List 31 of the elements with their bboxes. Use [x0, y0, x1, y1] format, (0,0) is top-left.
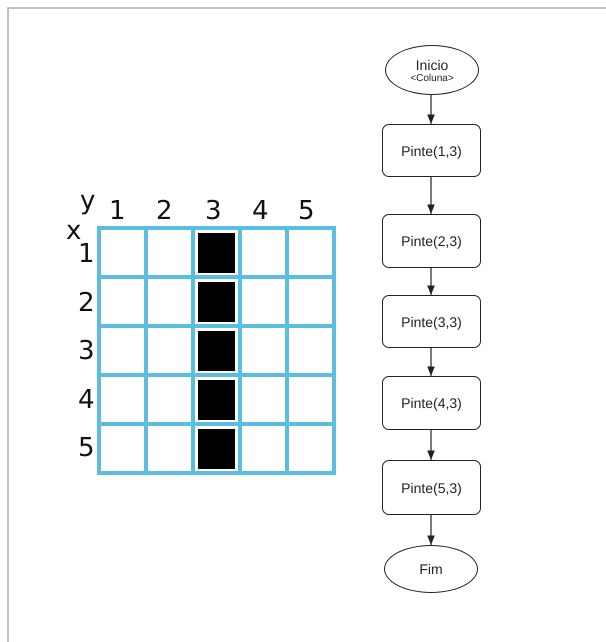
node-text: Pinte(1,3) [401, 142, 462, 158]
process-box [382, 376, 481, 430]
row-number: 2 [78, 290, 95, 316]
node-text: Inicio [416, 56, 448, 72]
column-number: 4 [252, 198, 269, 224]
row-number: 5 [78, 435, 95, 461]
node-text: Pinte(3,3) [401, 314, 462, 330]
process-box [382, 124, 481, 177]
column-number: 3 [205, 198, 222, 224]
arrow [427, 430, 435, 460]
process-box [382, 460, 481, 515]
arrow [427, 177, 435, 214]
arrow [427, 348, 435, 376]
process-box [382, 295, 481, 348]
node-subtext: <Coluna> [410, 72, 454, 84]
row-number: 4 [78, 387, 95, 413]
arrow [427, 515, 435, 545]
column-number: 5 [298, 198, 315, 224]
axis-label: x [66, 218, 82, 244]
arrow [427, 268, 435, 295]
arrow [427, 95, 435, 124]
node-text: Pinte(4,3) [401, 395, 462, 411]
row-number: 3 [78, 338, 95, 364]
node-text: Pinte(5,3) [401, 480, 462, 496]
column-number: 2 [156, 198, 173, 224]
node-text: Pinte(2,3) [401, 233, 462, 249]
column-number: 1 [109, 198, 126, 224]
node-text: Fim [419, 561, 443, 577]
process-box [382, 214, 481, 268]
row-number: 1 [78, 241, 95, 267]
axis-label: y [80, 188, 96, 214]
